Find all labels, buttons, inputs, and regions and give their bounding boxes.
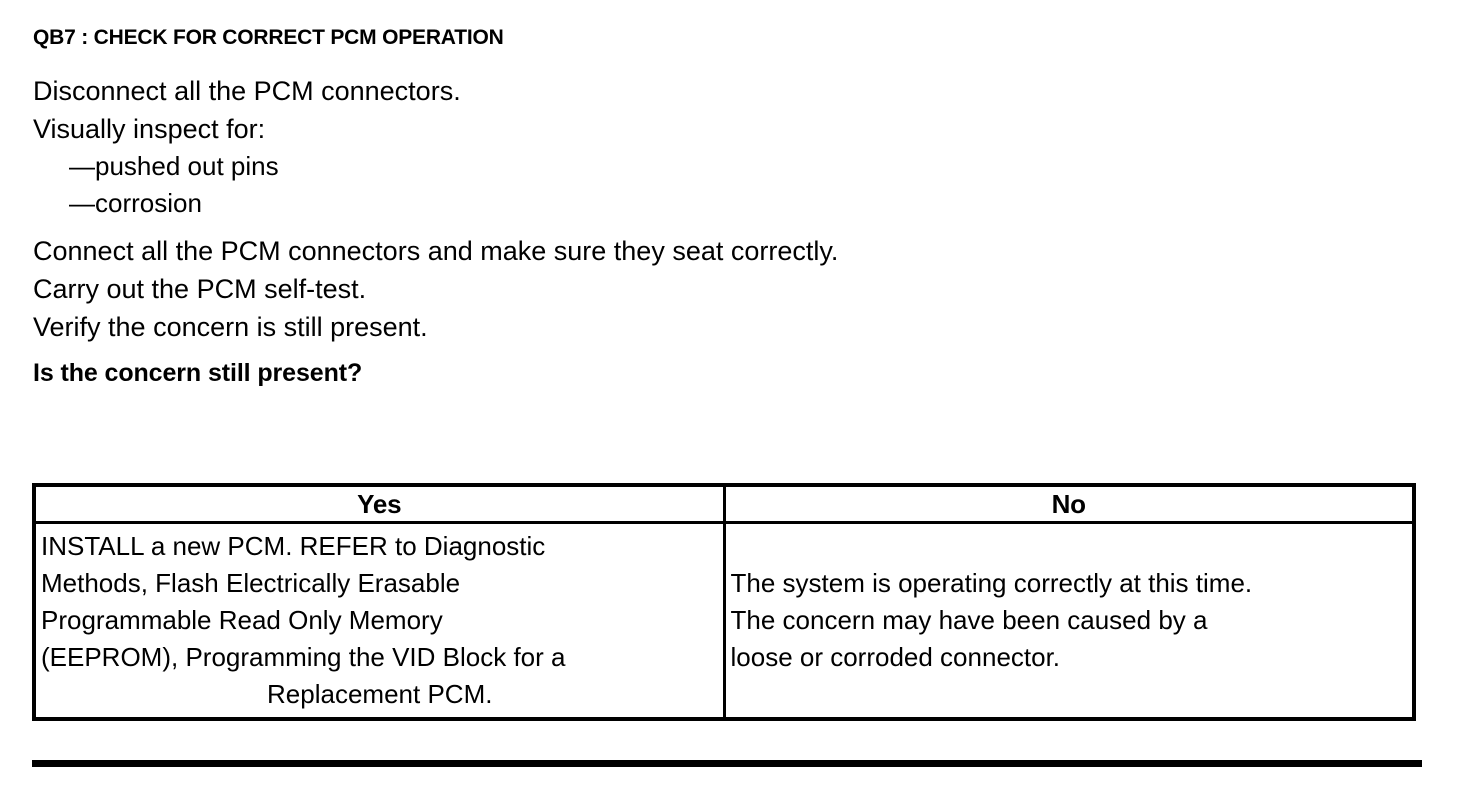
yes-action-text: INSTALL a new PCM. REFER to Diagnostic M… <box>36 524 723 717</box>
no-line-2: The concern may have been caused by a <box>730 605 1208 635</box>
section-divider-rule <box>32 760 1422 767</box>
yes-line-4: (EEPROM), Programming the VID Block for … <box>41 642 566 672</box>
yes-line-5: Replacement PCM. <box>267 679 493 709</box>
no-action-text: The system is operating correctly at thi… <box>726 561 1413 680</box>
yes-line-2: Methods, Flash Electrically Erasable <box>41 568 461 598</box>
cell-no-action: The system is operating correctly at thi… <box>722 521 1416 721</box>
no-line-1: The system is operating correctly at thi… <box>730 568 1253 598</box>
decision-table: Yes No INSTALL a new PCM. REFER to Diagn… <box>32 483 1416 721</box>
column-header-yes: Yes <box>32 483 726 524</box>
table-header-row: Yes No <box>32 483 1416 524</box>
page-title: QB7 : CHECK FOR CORRECT PCM OPERATION <box>33 26 504 49</box>
column-header-no: No <box>722 483 1416 524</box>
yes-line-3: Programmable Read Only Memory <box>41 605 443 635</box>
instruction-line-1: Disconnect all the PCM connectors. <box>33 76 461 106</box>
instruction-bullet-corrosion: —corrosion <box>69 188 202 218</box>
instruction-line-3: Connect all the PCM connectors and make … <box>33 236 839 266</box>
cell-yes-action: INSTALL a new PCM. REFER to Diagnostic M… <box>32 521 726 721</box>
decision-question: Is the concern still present? <box>33 359 363 387</box>
no-line-3: loose or corroded connector. <box>730 642 1061 672</box>
instruction-bullet-pushed-out-pins: —pushed out pins <box>69 151 279 181</box>
yes-line-1: INSTALL a new PCM. REFER to Diagnostic <box>41 531 546 561</box>
instruction-line-2: Visually inspect for: <box>33 114 266 144</box>
table-row: INSTALL a new PCM. REFER to Diagnostic M… <box>32 521 1416 721</box>
instruction-line-5: Verify the concern is still present. <box>33 312 428 342</box>
instruction-list: Disconnect all the PCM connectors. Visua… <box>33 72 1423 393</box>
instruction-line-4: Carry out the PCM self-test. <box>33 274 367 304</box>
